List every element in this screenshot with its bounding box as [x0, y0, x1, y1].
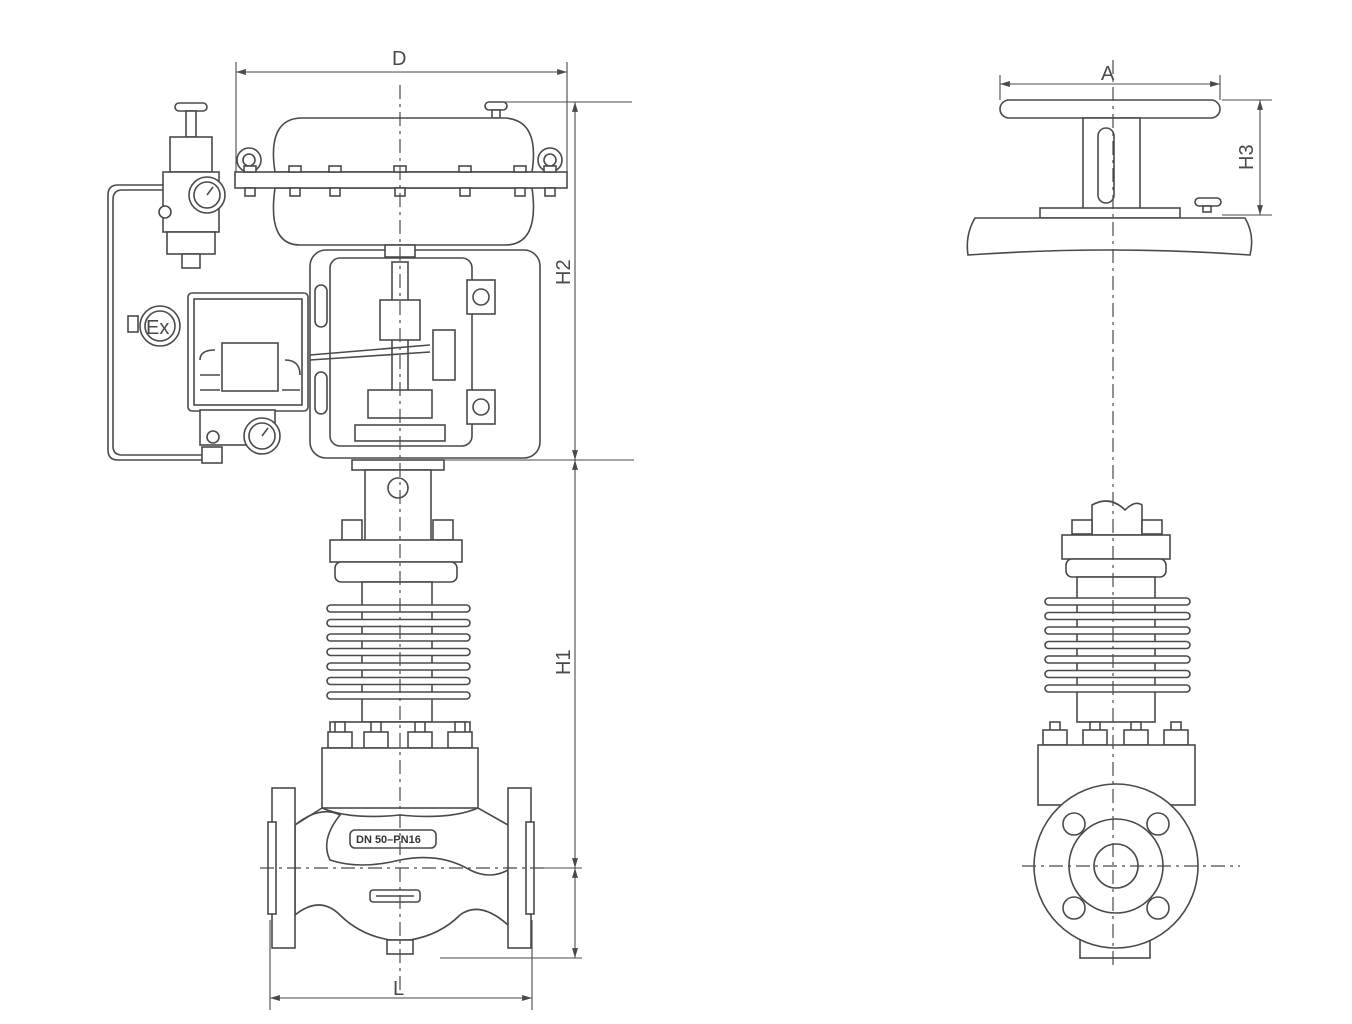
dimension-lines: D H2 H1 L — [235, 48, 634, 1010]
bonnet-side — [1033, 500, 1199, 959]
filter-regulator — [158, 102, 226, 269]
dim-H3: H3 — [1236, 144, 1258, 170]
ex-label: Ex — [146, 317, 169, 339]
diaphragm-actuator — [234, 101, 568, 246]
positioner: Ex — [127, 292, 309, 464]
dim-H2: H2 — [553, 259, 575, 285]
nameplate-text: DN 50–PN16 — [356, 834, 421, 846]
valve-body: DN 50–PN16 — [267, 787, 535, 955]
ex-mark-icon — [139, 305, 181, 347]
handwheel — [999, 99, 1221, 119]
nameplate — [349, 829, 437, 849]
dim-H1: H1 — [553, 649, 575, 675]
side-view: A H3 — [966, 60, 1272, 968]
dim-A: A — [1101, 63, 1115, 85]
air-tubing — [107, 184, 210, 461]
yoke — [309, 244, 541, 459]
dim-D: D — [392, 48, 406, 70]
front-view: Ex DN 50–PN16 D H2 H1 L — [107, 48, 634, 1010]
dim-L: L — [393, 978, 404, 1000]
bonnet — [321, 459, 479, 809]
